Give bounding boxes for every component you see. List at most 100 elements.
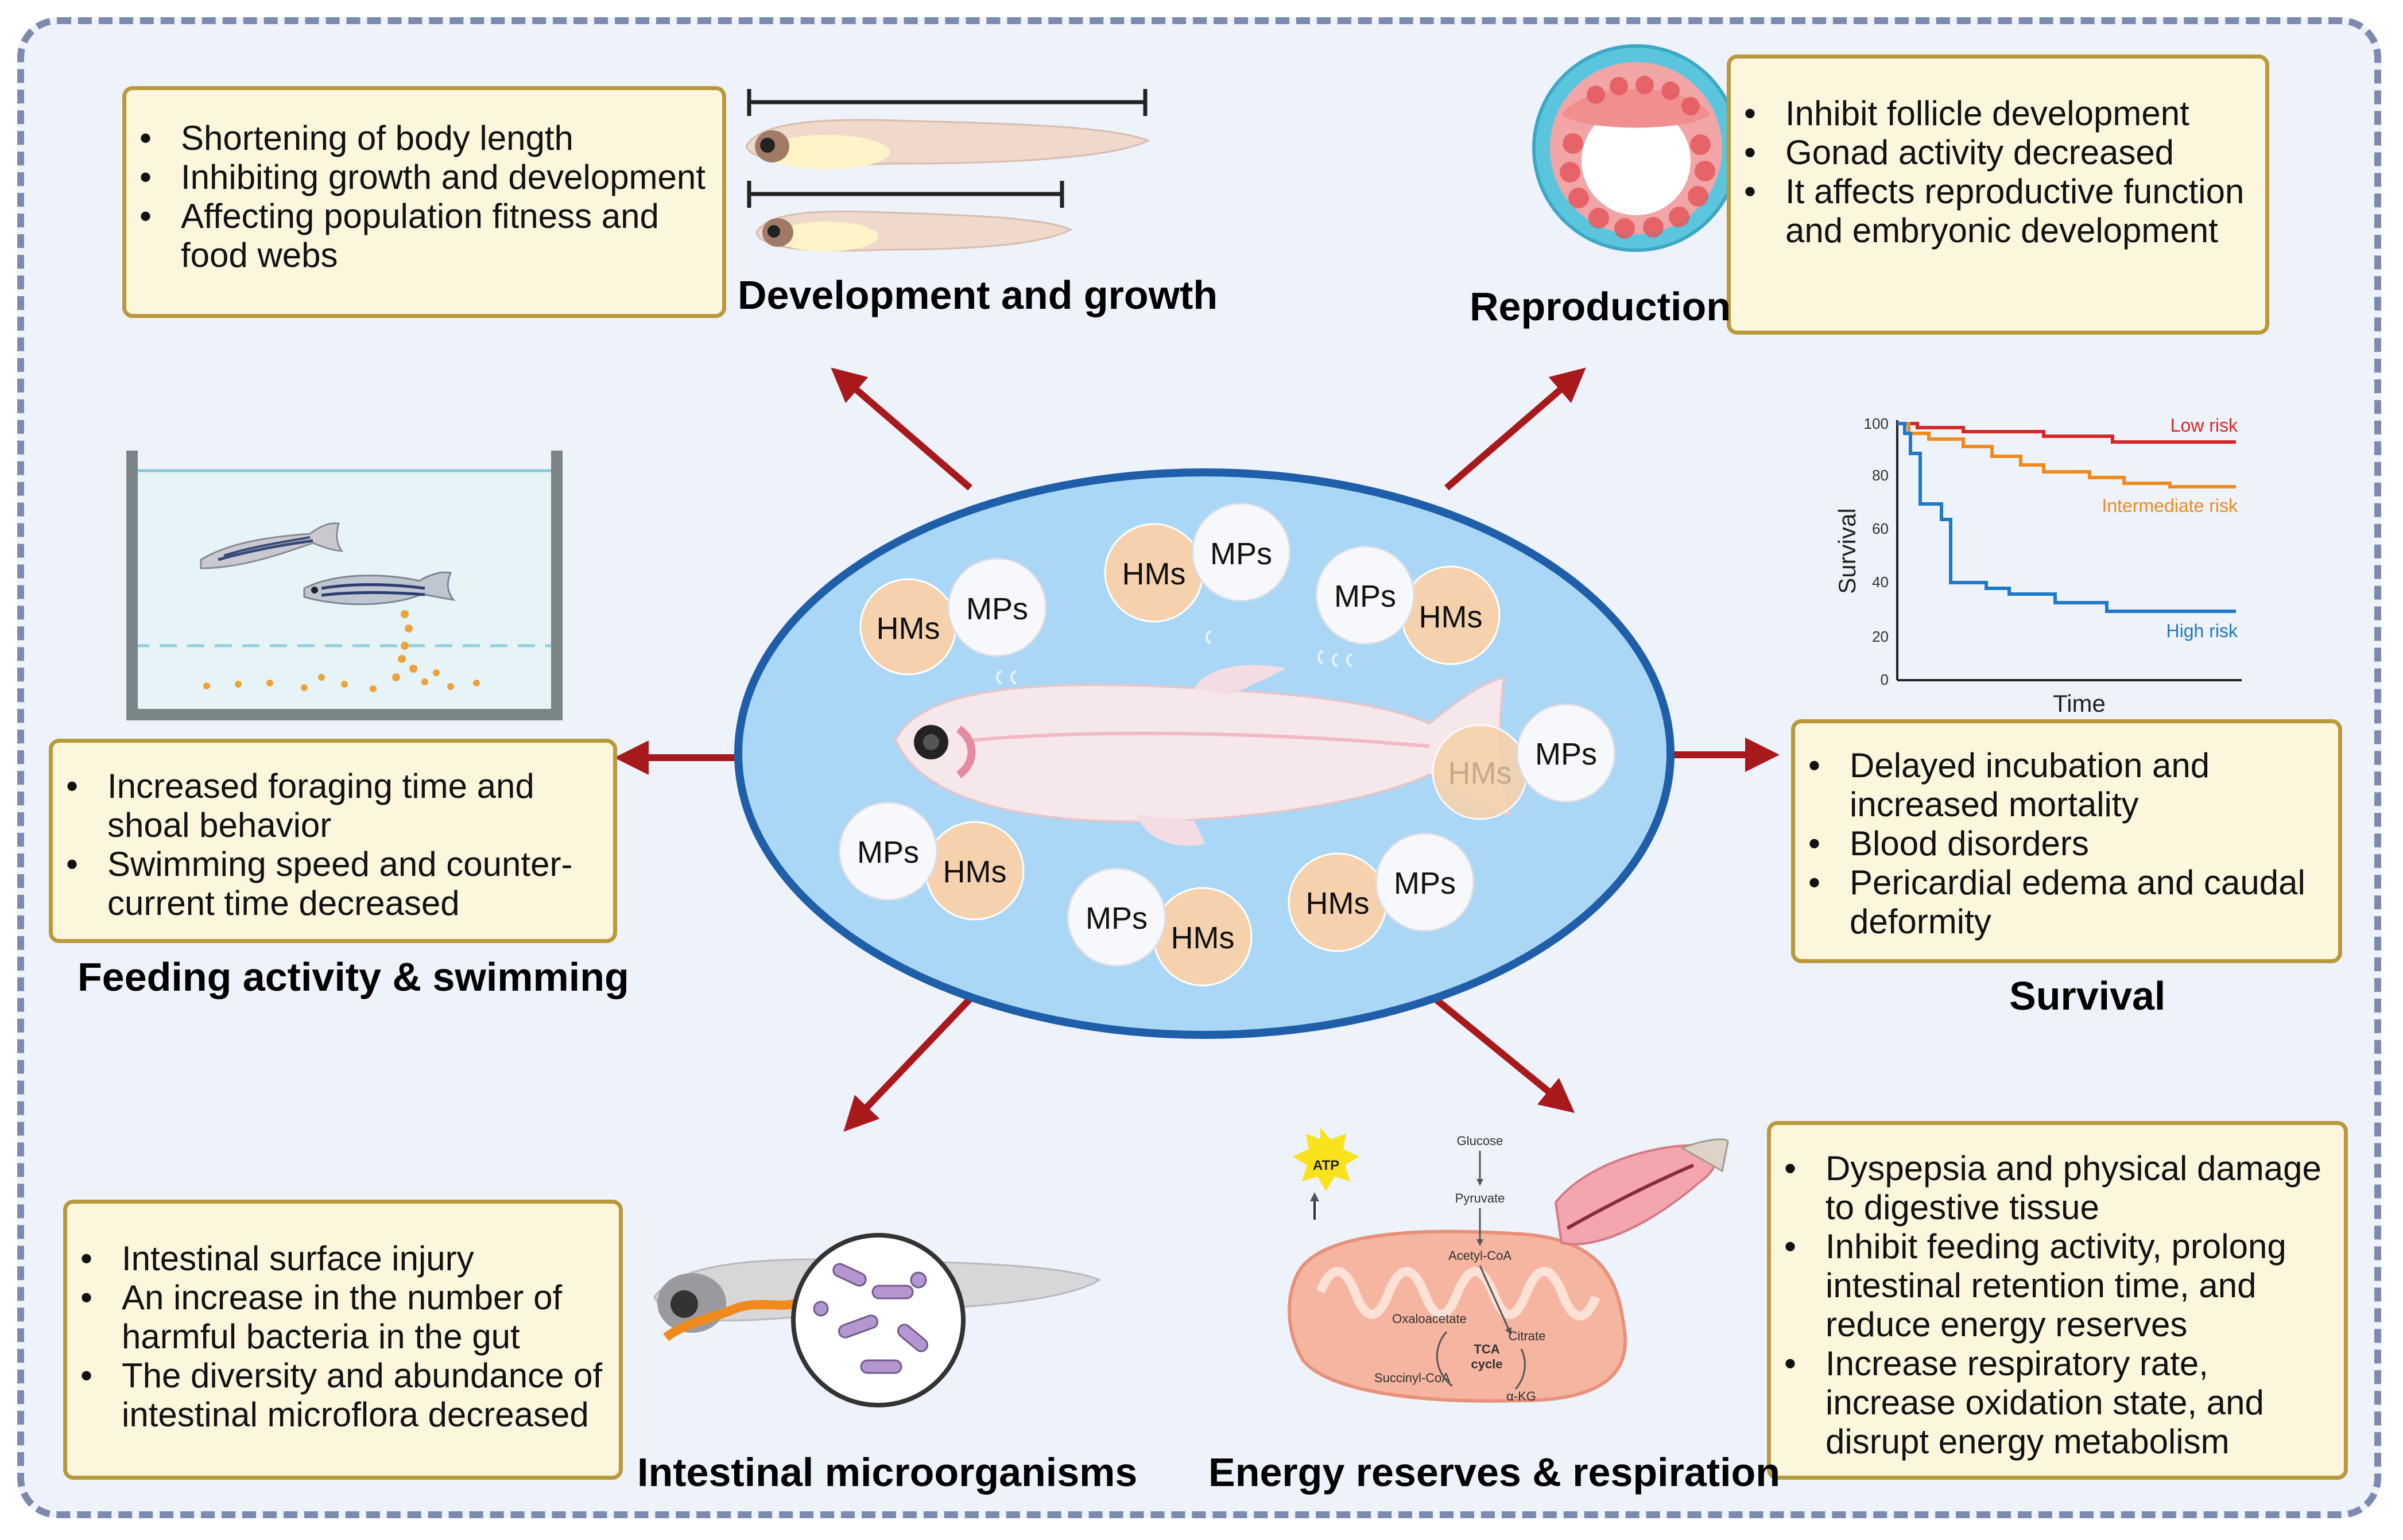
bubbles: HMs MPs HMs MPs MPs HMs HMs MPs: [838, 502, 1616, 987]
intestinal-list: Intestinal surface injury An increase in…: [67, 1239, 613, 1434]
bubble-pair: MPs HMs: [1067, 867, 1253, 987]
bubble-label: MPs: [966, 592, 1028, 626]
development-list: Shortening of body length Inhibiting gro…: [126, 119, 716, 275]
intestinal-item: Intestinal surface injury: [80, 1239, 613, 1278]
arrows: [614, 367, 1780, 1132]
bubble-label: HMs: [877, 611, 940, 646]
y-tick: 60: [1872, 520, 1889, 537]
bubble-label: HMs: [1448, 756, 1512, 790]
energy-item: Increase respiratory rate, increase oxid…: [1784, 1344, 2338, 1461]
series-label-low-risk: Low risk: [2171, 415, 2238, 436]
follicle-icon: [1532, 44, 1740, 252]
bubble-label: MPs: [1334, 579, 1396, 614]
feeding-item: Increased foraging time and shoal behavi…: [66, 767, 607, 845]
tca-cycle: Glucose Pyruvate Acetyl-CoA Oxaloacetate…: [1374, 1134, 1545, 1403]
bubble-label: MPs: [1086, 901, 1148, 936]
larva-length-icon: [745, 89, 1150, 252]
intermediate-risk-curve: [1897, 422, 2236, 488]
bubble-label: MPs: [1535, 737, 1597, 771]
bubble-pair: MPs HMs: [1315, 545, 1501, 665]
feeding-item: Swimming speed and counter-current time …: [66, 845, 607, 923]
reproduction-item: It affects reproductive function and emb…: [1744, 172, 2259, 250]
cycle-label: cycle: [1471, 1357, 1502, 1371]
series-label-intermediate-risk: Intermediate risk: [2102, 495, 2238, 516]
feeding-box: Increased foraging time and shoal behavi…: [49, 739, 617, 943]
zebrafish-small-icon: [200, 522, 344, 569]
y-axis-label: Survival: [1834, 508, 1861, 593]
glucose-label: Glucose: [1457, 1134, 1503, 1148]
development-title: Development and growth: [738, 273, 1218, 317]
bubble-label: MPs: [1394, 866, 1456, 901]
small-bubbles-icon: [996, 630, 1352, 684]
citrate-label: Citrate: [1509, 1329, 1546, 1343]
bubble-label: HMs: [1122, 557, 1186, 591]
survival-chart: 100 80 60 40 20 0 Survival Time Low risk…: [1834, 415, 2242, 717]
energy-title: Energy reserves & respiration: [1208, 1450, 1781, 1495]
development-item: Inhibiting growth and development: [139, 158, 716, 197]
zebrafish-icon: [894, 665, 1511, 846]
reproduction-list: Inhibit follicle development Gonad activ…: [1731, 94, 2259, 250]
bubble-pair: HMs MPs: [1104, 502, 1291, 623]
y-tick-labels: 100 80 60 40 20 0: [1864, 415, 1889, 688]
feeding-list: Increased foraging time and shoal behavi…: [53, 767, 607, 923]
y-tick: 0: [1881, 671, 1889, 688]
arrow-reproduction: [1444, 367, 1586, 491]
series-label-high-risk: High risk: [2166, 620, 2238, 641]
intestinal-item: The diversity and abundance of intestina…: [80, 1356, 613, 1434]
succinyl-label: Succinyl-CoA: [1374, 1371, 1450, 1385]
intestinal-title: Intestinal microorganisms: [637, 1450, 1138, 1495]
mitochondrion-icon: [1288, 1229, 1627, 1403]
oxaloacetate-label: Oxaloacetate: [1392, 1312, 1467, 1326]
energy-box: Dyspepsia and physical damage to digesti…: [1767, 1121, 2348, 1480]
zebrafish-small-icon: [303, 571, 456, 606]
high-risk-curve: [1897, 422, 2236, 613]
acetylcoa-label: Acetyl-CoA: [1448, 1248, 1511, 1263]
arrow-development: [831, 367, 972, 491]
energy-item: Dyspepsia and physical damage to digesti…: [1784, 1149, 2338, 1227]
atp-label: ATP: [1313, 1158, 1339, 1173]
survival-item: Blood disorders: [1808, 824, 2332, 863]
intestinal-item: An increase in the number of harmful bac…: [80, 1278, 613, 1356]
survival-item: Delayed incubation and increased mortali…: [1808, 746, 2332, 824]
survival-box: Delayed incubation and increased mortali…: [1791, 719, 2342, 963]
survival-title: Survival: [2009, 973, 2166, 1018]
development-item: Shortening of body length: [139, 119, 716, 158]
fish-tank-icon: [126, 451, 563, 720]
bubble-pair: HMs MPs: [859, 557, 1047, 676]
energy-list: Dyspepsia and physical damage to digesti…: [1771, 1149, 2338, 1461]
atp-icon: ATP: [1293, 1128, 1359, 1220]
development-box: Shortening of body length Inhibiting gro…: [122, 86, 726, 318]
tca-label: TCA: [1474, 1342, 1499, 1356]
bubble-label: HMs: [943, 855, 1007, 889]
survival-item: Pericardial edema and caudal deformity: [1808, 863, 2332, 941]
akg-label: α-KG: [1506, 1389, 1536, 1403]
energy-item: Inhibit feeding activity, prolong intest…: [1784, 1227, 2338, 1344]
y-tick: 20: [1872, 628, 1889, 645]
bubble-label: HMs: [1419, 600, 1483, 634]
y-tick: 40: [1872, 573, 1889, 591]
intestinal-box: Intestinal surface injury An increase in…: [63, 1200, 623, 1480]
feeding-title: Feeding activity & swimming: [77, 955, 629, 999]
y-tick: 80: [1872, 467, 1889, 484]
reproduction-item: Inhibit follicle development: [1744, 94, 2259, 133]
arrow-intestinal: [843, 996, 973, 1132]
bubble-pair: HMs MPs: [1288, 832, 1475, 952]
x-axis-label: Time: [2053, 690, 2106, 717]
y-tick: 100: [1864, 415, 1889, 432]
bubble-label: HMs: [1171, 921, 1235, 955]
survival-list: Delayed incubation and increased mortali…: [1795, 746, 2332, 941]
gill-icon: [1554, 1138, 1729, 1246]
low-risk-curve: [1897, 422, 2236, 444]
bubble-label: MPs: [1210, 537, 1272, 571]
reproduction-title: Reproduction: [1470, 284, 1731, 329]
bubble-label: HMs: [1306, 886, 1370, 921]
reproduction-box: Inhibit follicle development Gonad activ…: [1727, 55, 2269, 335]
arrow-energy: [1433, 996, 1575, 1113]
reproduction-item: Gonad activity decreased: [1744, 133, 2259, 172]
development-item: Affecting population fitness and food we…: [139, 197, 716, 275]
bubble-pair: HMs MPs: [1432, 703, 1616, 820]
bubble-label: MPs: [857, 835, 919, 870]
larva-gut-icon: [653, 1233, 1102, 1407]
